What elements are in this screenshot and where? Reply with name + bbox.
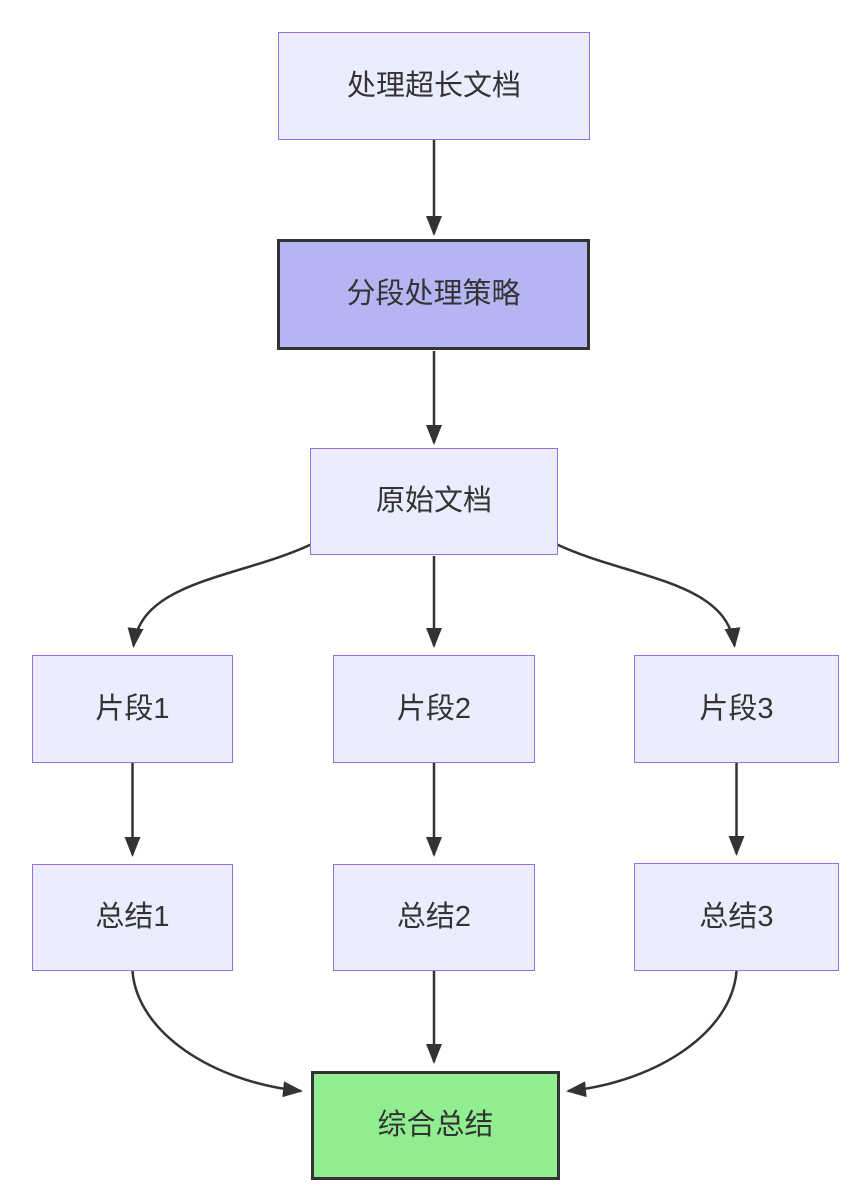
node-summary-3: 总结3 bbox=[634, 863, 839, 971]
node-summary-2-label: 总结2 bbox=[396, 901, 472, 934]
node-summary-1-label: 总结1 bbox=[95, 901, 170, 934]
node-input-doc-label: 处理超长文档 bbox=[346, 69, 521, 102]
node-segment-3: 片段3 bbox=[634, 655, 839, 763]
node-input-doc: 处理超长文档 bbox=[278, 32, 590, 140]
node-source-doc: 原始文档 bbox=[310, 448, 558, 555]
node-strategy: 分段处理策略 bbox=[277, 239, 590, 350]
edge-summary1-to-final bbox=[131, 970, 303, 1098]
node-summary-1: 总结1 bbox=[32, 864, 233, 971]
edge-source-doc-to-segment3 bbox=[555, 542, 741, 648]
node-segment-2-label: 片段2 bbox=[396, 692, 472, 725]
node-final-summary: 综合总结 bbox=[311, 1071, 560, 1180]
node-segment-2: 片段2 bbox=[333, 655, 535, 763]
node-segment-1-label: 片段1 bbox=[95, 692, 170, 725]
node-strategy-label: 分段处理策略 bbox=[346, 278, 521, 311]
node-segment-1: 片段1 bbox=[32, 655, 233, 763]
node-source-doc-label: 原始文档 bbox=[375, 485, 492, 518]
edge-summary3-to-final bbox=[566, 970, 738, 1098]
edge-source-doc-to-segment1 bbox=[127, 542, 313, 648]
node-segment-3-label: 片段3 bbox=[699, 692, 774, 725]
node-final-summary-label: 综合总结 bbox=[377, 1109, 494, 1142]
node-summary-3-label: 总结3 bbox=[699, 900, 774, 933]
node-summary-2: 总结2 bbox=[333, 864, 535, 971]
